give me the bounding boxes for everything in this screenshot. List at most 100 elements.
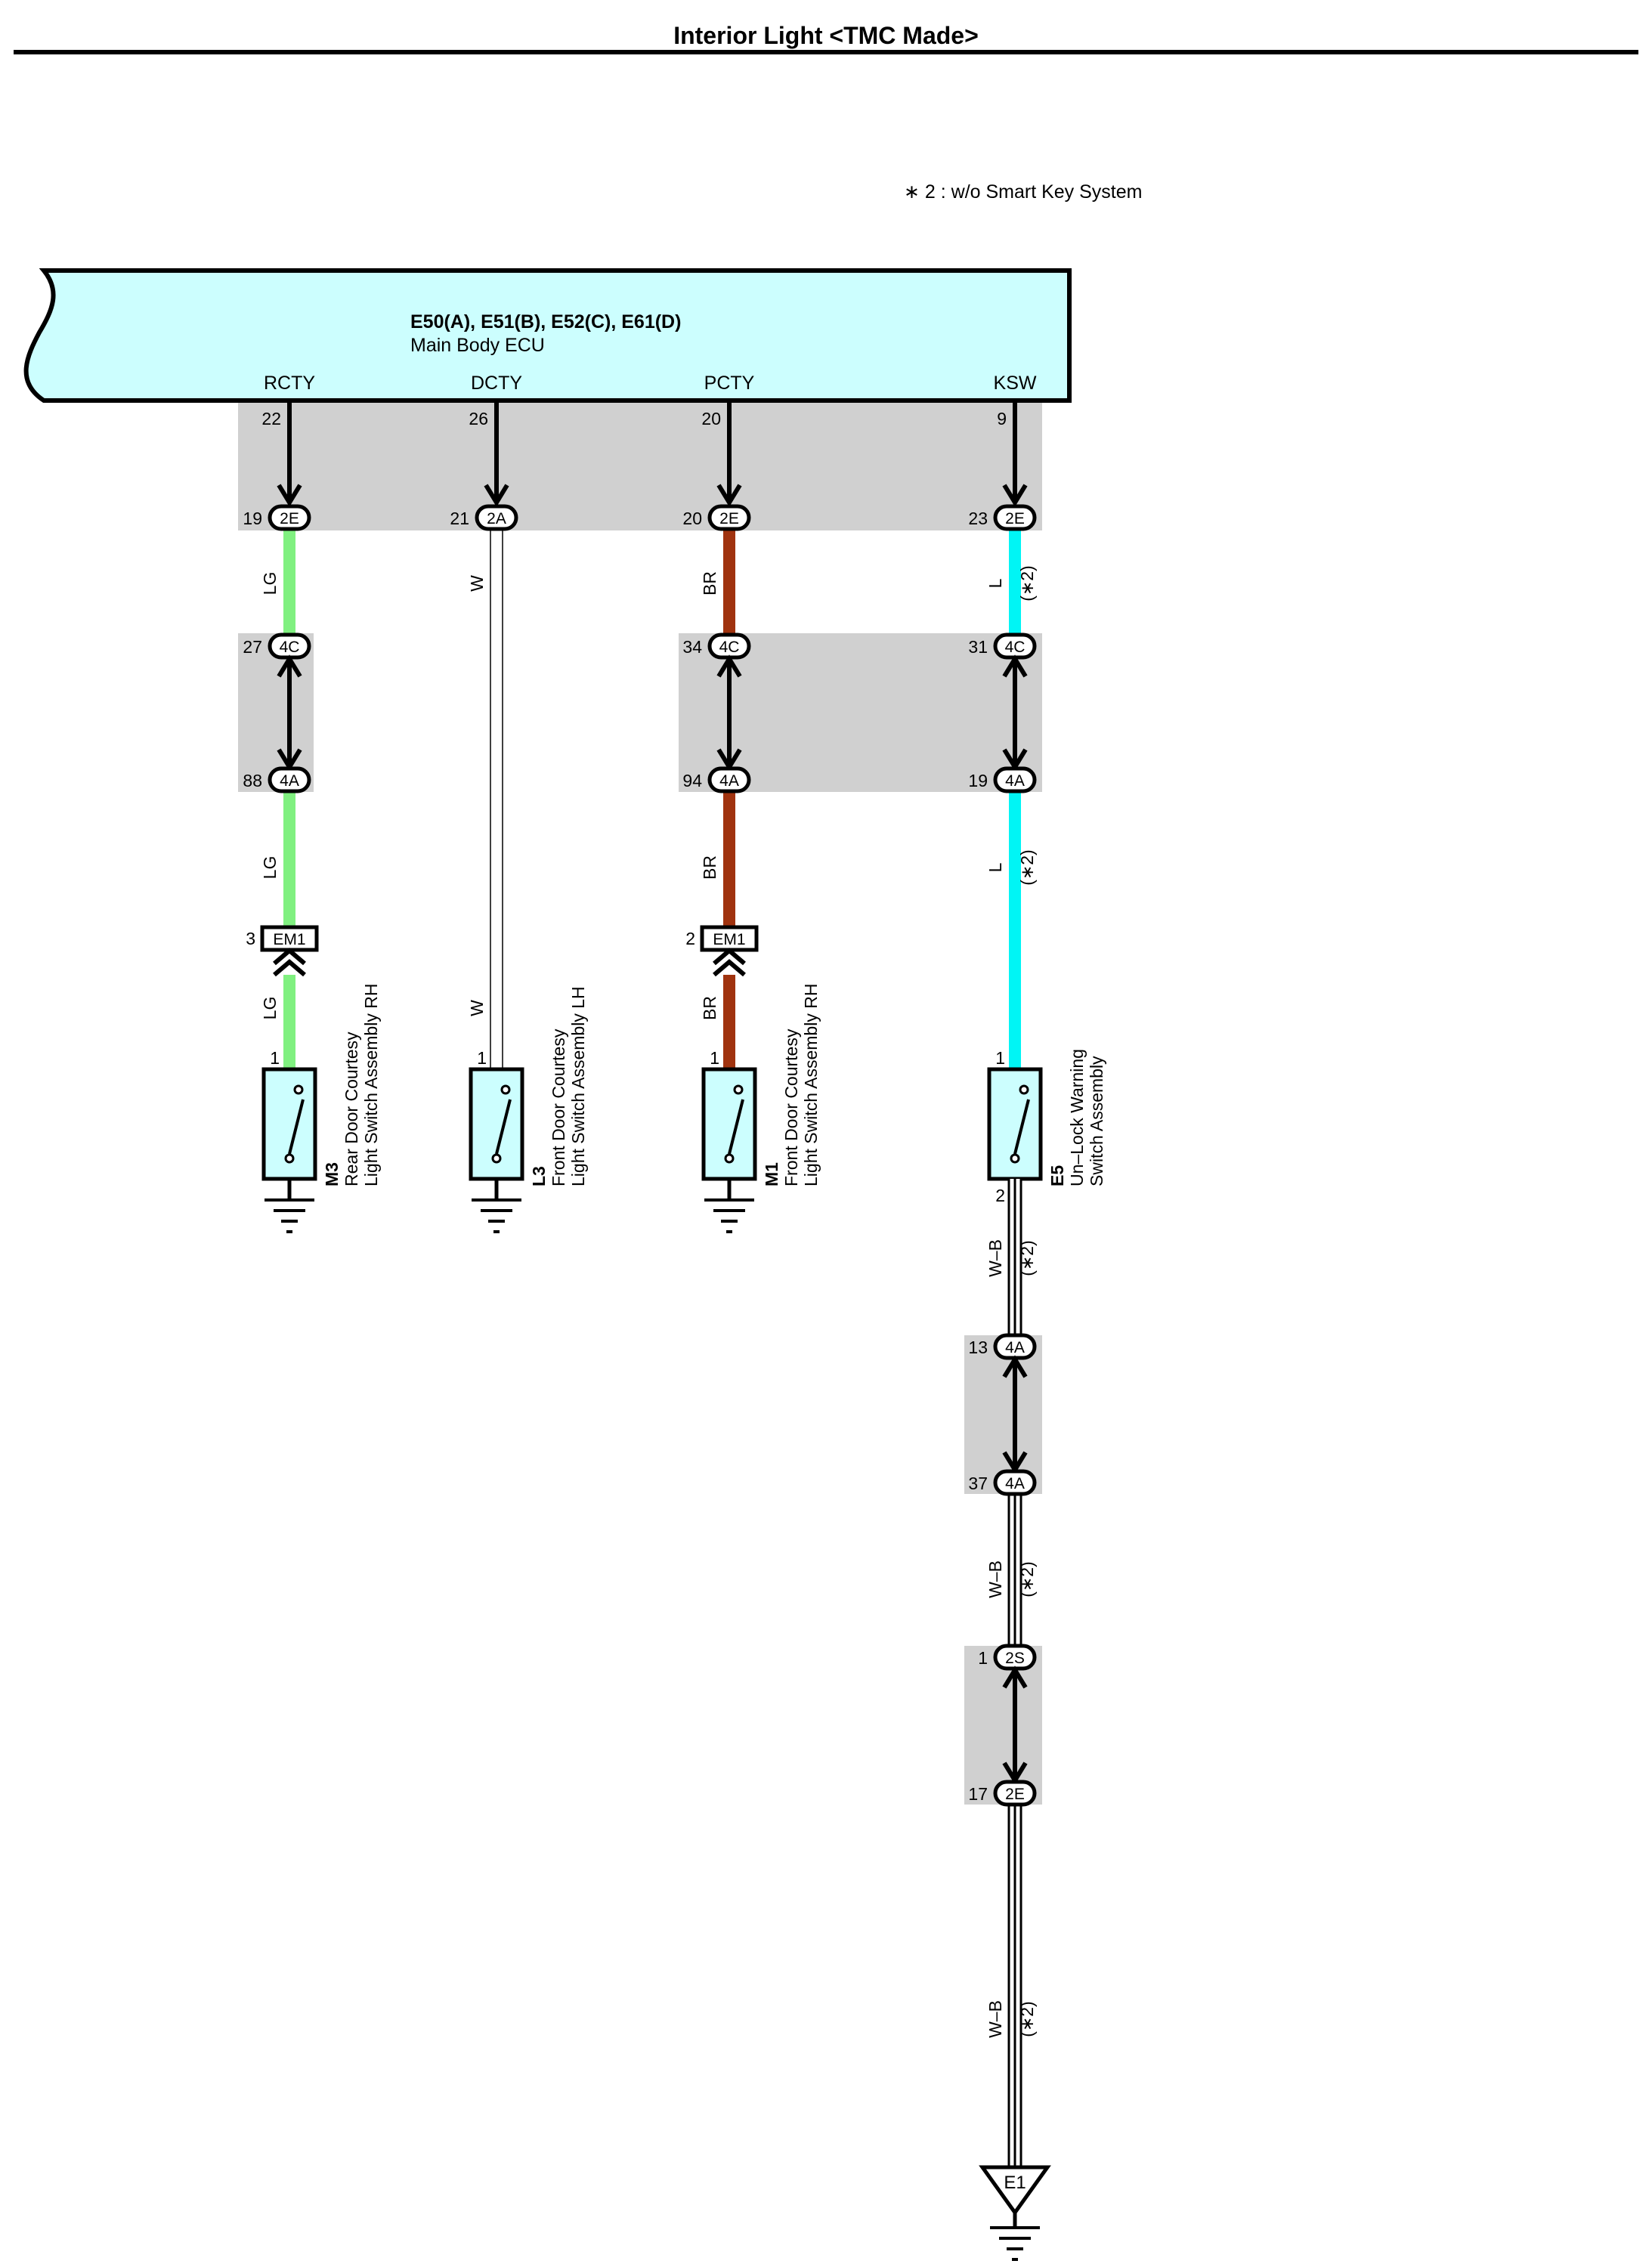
connector-label: 2E bbox=[1005, 510, 1025, 527]
connector-junction bbox=[993, 504, 1037, 531]
circuit-ksw: 2E 23 L (∗2) 4C 31 4A 19 L (∗2) 1 2 E5 U… bbox=[968, 402, 1106, 2261]
connector-pin: 27 bbox=[243, 637, 262, 657]
component-label: M1 Front Door Courtesy Light Switch Asse… bbox=[762, 984, 821, 1186]
component-name-line2: Light Switch Assembly RH bbox=[361, 984, 381, 1186]
footnote-smart-key: ∗ 2 : w/o Smart Key System bbox=[904, 181, 1142, 203]
connector-pin: 94 bbox=[682, 771, 702, 790]
component-pin: 1 bbox=[710, 1048, 719, 1068]
switch-blade bbox=[288, 1099, 305, 1155]
arrow-up-icon bbox=[1002, 1355, 1028, 1378]
component-name-line1: Un–Lock Warning bbox=[1067, 1049, 1087, 1186]
wire-color-label: W–B bbox=[985, 2000, 1005, 2038]
page-title: Interior Light <TMC Made> bbox=[673, 22, 979, 49]
arrow-up-icon bbox=[1002, 1665, 1028, 1689]
wire-option-note: (∗2) bbox=[1017, 565, 1037, 601]
switch-contact bbox=[724, 1153, 735, 1164]
wire-br-segment bbox=[723, 791, 735, 927]
arrow-down-icon bbox=[716, 484, 742, 507]
component-pin: 1 bbox=[995, 1048, 1005, 1068]
wire-w-segment bbox=[490, 528, 503, 1070]
arrow-down-icon bbox=[277, 484, 302, 507]
wire-color-label: W–B bbox=[985, 1560, 1005, 1598]
switch-blade bbox=[1013, 1099, 1030, 1155]
connector-pin: 23 bbox=[968, 509, 988, 528]
ground-point-triangle bbox=[979, 2165, 1051, 2216]
connector-pin: 21 bbox=[450, 509, 469, 528]
connector-pin: 19 bbox=[968, 771, 988, 790]
connector-pin: 2 bbox=[685, 929, 695, 948]
connector-pin: 19 bbox=[243, 509, 262, 528]
wire-color-label: LG bbox=[260, 856, 280, 880]
arrow-up-icon bbox=[716, 654, 742, 678]
wire-color-label: BR bbox=[700, 855, 719, 880]
switch-contact bbox=[491, 1153, 502, 1164]
wire-option-note: (∗2) bbox=[1017, 1240, 1037, 1276]
component-name-line2: Switch Assembly bbox=[1087, 1056, 1106, 1186]
connector-label: EM1 bbox=[713, 931, 745, 948]
shade-2s-2e bbox=[964, 1646, 1042, 1805]
component-pin: 1 bbox=[477, 1048, 487, 1068]
wire-br-segment bbox=[723, 529, 735, 635]
connector-pin: 31 bbox=[968, 637, 988, 657]
plug-chevron-icon bbox=[713, 948, 746, 966]
connector-pin: 1 bbox=[978, 1648, 988, 1668]
connector-pin: 37 bbox=[968, 1474, 988, 1493]
wire-color-label: W bbox=[467, 1000, 487, 1016]
wire-color-label: LG bbox=[260, 572, 280, 595]
connector-junction bbox=[268, 766, 311, 793]
component-label: L3 Front Door Courtesy Light Switch Asse… bbox=[529, 986, 588, 1186]
ground-icon bbox=[265, 1198, 314, 1233]
ecu-pin-ksw: 9 bbox=[997, 409, 1007, 428]
switch-contact bbox=[1010, 1153, 1020, 1164]
connector-label: 4A bbox=[719, 772, 739, 790]
switch-contact bbox=[500, 1084, 511, 1095]
component-name-line1: Rear Door Courtesy bbox=[342, 1031, 361, 1186]
wire-option-note: (∗2) bbox=[1017, 2001, 1037, 2037]
component-label: M3 Rear Door Courtesy Light Switch Assem… bbox=[322, 984, 381, 1186]
connector-label: 4C bbox=[719, 639, 740, 656]
wire-l-segment bbox=[1009, 791, 1021, 1069]
wire-option-note: (∗2) bbox=[1017, 849, 1037, 885]
shade-4a-4a bbox=[964, 1335, 1042, 1494]
connector-junction bbox=[993, 766, 1037, 793]
ecu-pin-rcty: 22 bbox=[261, 409, 281, 428]
wire-color-label: LG bbox=[260, 997, 280, 1020]
arrow-down-icon bbox=[484, 484, 509, 507]
connector-label: 4C bbox=[1005, 639, 1026, 656]
switch-box bbox=[701, 1067, 757, 1181]
arrow-up-icon bbox=[277, 654, 302, 678]
wire-lg-segment bbox=[283, 975, 295, 1069]
connector-label: 4A bbox=[1005, 1339, 1025, 1356]
wire-color-label: BR bbox=[700, 996, 719, 1020]
wire-wb-segment bbox=[1007, 1805, 1022, 2167]
circuit-dcty: 2A 21 W W 1 L3 Front Door Courtesy Light… bbox=[450, 402, 588, 1233]
connector-junction bbox=[993, 1469, 1037, 1496]
wire-option-note: (∗2) bbox=[1017, 1561, 1037, 1597]
wire-color-label: W bbox=[467, 575, 487, 592]
ecu-name: Main Body ECU bbox=[410, 335, 545, 356]
connector-junction bbox=[707, 504, 751, 531]
wire-color-label: L bbox=[985, 862, 1005, 872]
ground-point-label: E1 bbox=[1004, 2173, 1026, 2193]
wire-br-segment bbox=[723, 975, 735, 1069]
component-code: M1 bbox=[762, 1162, 781, 1186]
ecu-terminal-rcty: RCTY bbox=[264, 373, 315, 394]
wire-wb-segment bbox=[1007, 1179, 1022, 1335]
plug-chevron-icon bbox=[273, 948, 306, 966]
ground-icon bbox=[990, 2226, 1040, 2261]
connector-label: 2S bbox=[1005, 1650, 1025, 1667]
shade-ecu-2e bbox=[238, 402, 1042, 530]
component-pin: 2 bbox=[995, 1186, 1005, 1205]
arrow-down-icon bbox=[1002, 484, 1028, 507]
ground-icon bbox=[472, 1198, 521, 1233]
connector-junction bbox=[993, 1780, 1037, 1807]
ecu-pin-pcty: 20 bbox=[701, 409, 721, 428]
circuit-pcty: 2E 20 BR 4C 34 4A 94 BR EM1 2 BR 1 bbox=[682, 402, 821, 1233]
connector-pin: 20 bbox=[682, 509, 702, 528]
connector-label: 2E bbox=[719, 510, 739, 527]
circuit-rcty: 2E 19 LG 4C 27 4A 88 LG EM1 3 LG 1 bbox=[243, 402, 381, 1233]
component-name-line2: Light Switch Assembly RH bbox=[801, 984, 821, 1186]
connector-label: 4A bbox=[280, 772, 299, 790]
component-code: M3 bbox=[322, 1162, 342, 1186]
